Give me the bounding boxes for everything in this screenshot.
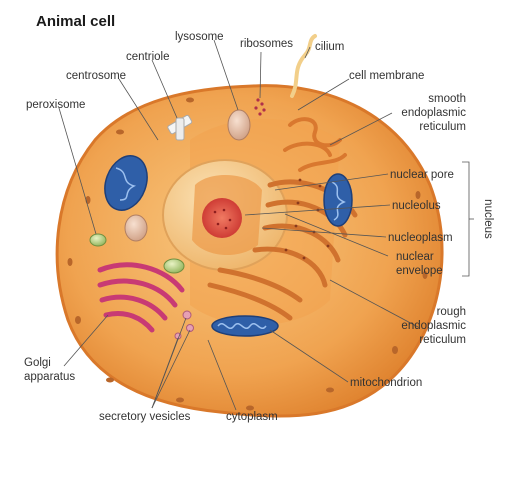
label-smooth-er-2: endoplasmic bbox=[401, 107, 466, 119]
diagram-title: Animal cell bbox=[36, 13, 115, 30]
label-nucleolus: nucleolus bbox=[392, 200, 441, 212]
membrane-pores bbox=[67, 97, 428, 411]
lysosome-shape bbox=[227, 109, 251, 141]
label-cytoplasm: cytoplasm bbox=[226, 411, 278, 423]
leader-lines bbox=[58, 39, 474, 411]
label-peroxisome: peroxisome bbox=[26, 99, 85, 111]
label-secretory-vesicles: secretory vesicles bbox=[99, 411, 191, 423]
label-rough-er-3: reticulum bbox=[419, 334, 466, 346]
centriole-shape bbox=[167, 114, 193, 141]
vesicle-green bbox=[163, 258, 185, 274]
label-nuclear-envelope-1: nuclear bbox=[396, 251, 434, 263]
label-cilium: cilium bbox=[315, 41, 344, 53]
label-rough-er-2: endoplasmic bbox=[401, 320, 466, 332]
label-nucleus: nucleus bbox=[482, 199, 494, 239]
secretory-vesicles-shapes bbox=[174, 310, 194, 340]
vesicle-lyso bbox=[124, 214, 148, 242]
cilium bbox=[290, 34, 317, 98]
smooth-er bbox=[283, 117, 347, 172]
mitochondrion-bottom bbox=[211, 315, 279, 337]
label-golgi-2: apparatus bbox=[24, 371, 75, 383]
mitochondrion-right bbox=[323, 173, 353, 227]
label-smooth-er-3: reticulum bbox=[419, 121, 466, 133]
labels: lysosome ribosomes centriole cilium cent… bbox=[24, 31, 494, 423]
nucleolus-shape bbox=[202, 198, 242, 238]
ribosomes-cluster bbox=[254, 98, 266, 116]
label-ribosomes: ribosomes bbox=[240, 38, 293, 50]
label-centrosome: centrosome bbox=[66, 70, 126, 82]
label-nuclear-envelope-2: envelope bbox=[396, 265, 443, 277]
nucleus-organelle bbox=[162, 159, 288, 271]
golgi-apparatus bbox=[97, 262, 185, 333]
label-lysosome: lysosome bbox=[175, 31, 224, 43]
label-mitochondrion: mitochondrion bbox=[350, 377, 422, 389]
label-nuclear-pore: nuclear pore bbox=[390, 169, 454, 181]
label-golgi-1: Golgi bbox=[24, 357, 51, 369]
label-smooth-er-1: smooth bbox=[428, 93, 466, 105]
label-centriole: centriole bbox=[126, 51, 169, 63]
peroxisome-shape bbox=[89, 233, 107, 247]
label-rough-er-1: rough bbox=[437, 306, 466, 318]
mitochondrion-left bbox=[104, 155, 148, 211]
label-nucleoplasm: nucleoplasm bbox=[388, 232, 453, 244]
label-cell-membrane: cell membrane bbox=[349, 70, 424, 82]
